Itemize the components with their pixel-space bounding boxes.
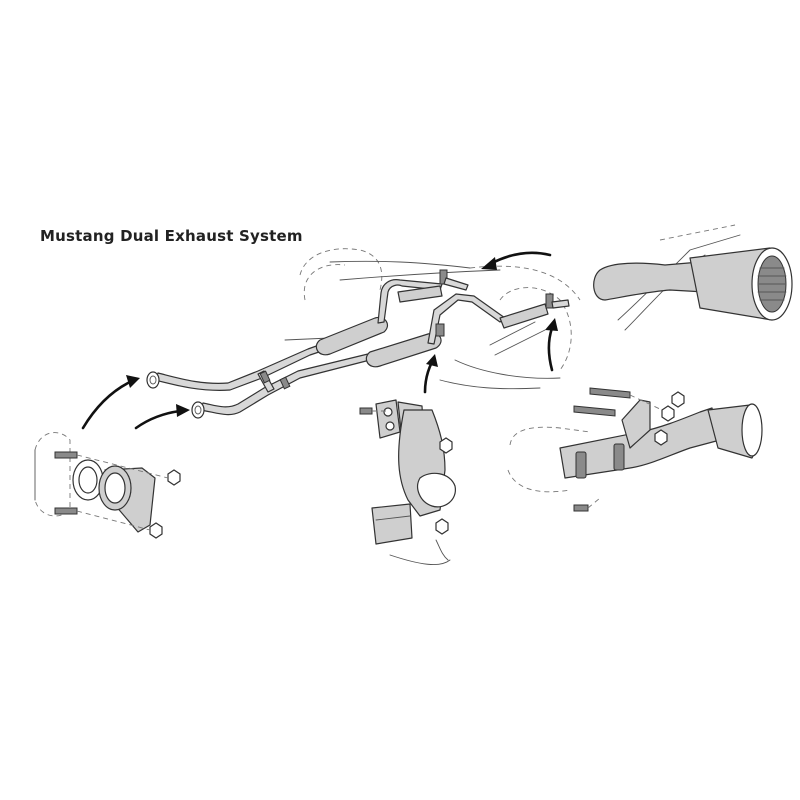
arrow-to-hanger xyxy=(423,360,434,394)
callout-arrows xyxy=(81,251,558,430)
tailpipe-tip-detail xyxy=(593,224,793,331)
tailpipe-extension-tip xyxy=(741,403,763,457)
stud-upper xyxy=(54,451,78,459)
hanger-nut-lower xyxy=(435,518,449,535)
nut-upper xyxy=(167,469,181,486)
arrow-to-flange-left xyxy=(81,380,132,430)
manifold-flange-detail xyxy=(34,432,181,539)
hanger-nut-upper xyxy=(439,437,453,454)
arrow-to-tip xyxy=(490,251,552,265)
tailpipe-tip-pipe xyxy=(593,261,706,301)
clamp-bolt xyxy=(573,504,589,512)
hanger-insulator-ring xyxy=(417,472,456,508)
nut-lower xyxy=(149,522,163,539)
bracket-bolt-upper xyxy=(589,387,631,399)
tailpipe-bracket xyxy=(621,399,651,449)
pipe-clamp xyxy=(575,451,587,479)
diagram-title: Mustang Dual Exhaust System xyxy=(40,227,303,245)
bolt-small xyxy=(359,407,373,415)
muffler-left xyxy=(315,316,388,356)
resonator-left xyxy=(397,285,443,303)
bracket-plate xyxy=(375,399,401,439)
car-body-outline xyxy=(284,248,581,390)
stud-lower xyxy=(54,507,78,515)
resonator-right xyxy=(499,303,549,329)
hanger-bracket-right xyxy=(545,293,554,309)
hanger-bracket-detail xyxy=(359,399,456,565)
bracket-bolt-lower xyxy=(573,405,616,417)
arrow-to-flange-right xyxy=(134,409,182,430)
tailpipe-bracket-detail xyxy=(507,387,763,512)
manifold-flange-left xyxy=(146,371,160,389)
hanger-mount-plate xyxy=(371,503,413,545)
arrow-to-rear-hanger xyxy=(547,326,554,372)
dual-exhaust-pipes xyxy=(146,269,570,419)
manifold-flange-right xyxy=(191,401,205,419)
hanger-insulator xyxy=(435,323,445,337)
bracket-nut-right xyxy=(661,405,675,422)
